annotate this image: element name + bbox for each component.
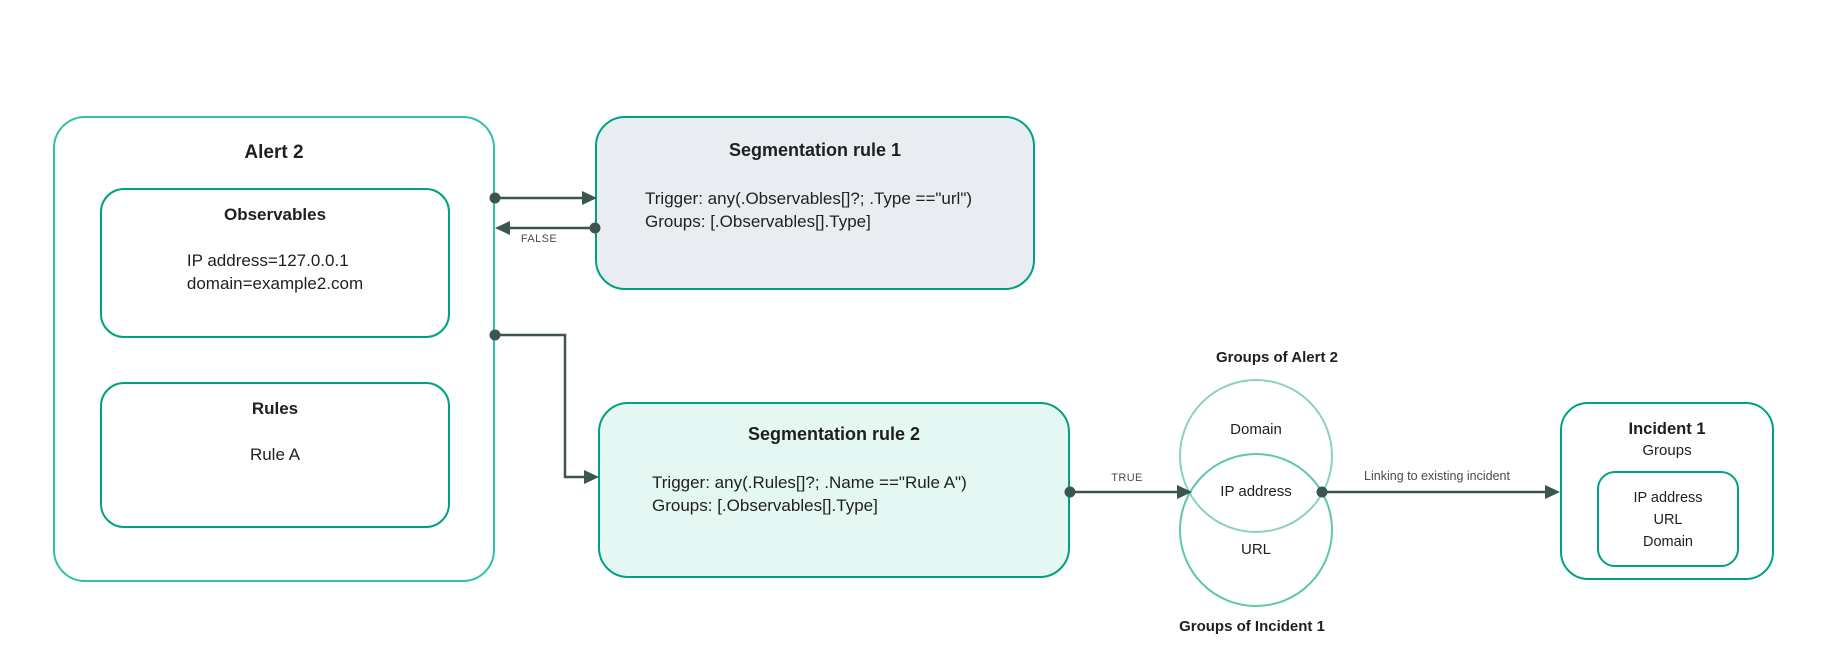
observables-box: Observables IP address=127.0.0.1 domain=… <box>100 188 450 338</box>
edge-alert2-to-rule2 <box>495 333 585 479</box>
incident1-groups-box: IP address URL Domain <box>1597 471 1739 567</box>
venn-circle-incident1-groups <box>1179 453 1333 607</box>
observables-title: Observables <box>223 205 327 224</box>
incident1-group-item: Domain <box>1643 534 1693 550</box>
segmentation-rule-2-title: Segmentation rule 2 <box>747 424 921 444</box>
segmentation-rule-2-box: Segmentation rule 2 Trigger: any(.Rules[… <box>598 402 1070 578</box>
venn-label-url: URL <box>1240 541 1272 558</box>
venn-heading-groups-of-incident1: Groups of Incident 1 <box>1179 618 1325 635</box>
junction-dot-venn-incident1 <box>1316 486 1328 498</box>
venn-label-domain: Domain <box>1230 421 1282 438</box>
alert2-box: Alert 2 Observables IP address=127.0.0.1… <box>53 116 495 582</box>
false-edge-label: FALSE <box>520 233 558 245</box>
incident1-group-item: URL <box>1653 512 1683 528</box>
rules-title: Rules <box>251 399 299 418</box>
segmentation-rule-1-body: Trigger: any(.Observables[]?; .Type =="u… <box>645 187 1033 233</box>
observable-line: IP address=127.0.0.1 <box>186 251 349 270</box>
rules-body: Rule A <box>102 443 448 466</box>
incident1-title: Incident 1 <box>1628 420 1706 438</box>
arrowhead-venn-to-incident1 <box>1545 485 1560 499</box>
segmentation-rule-1-title: Segmentation rule 1 <box>728 140 902 160</box>
venn-circle-alert2-groups <box>1179 379 1333 533</box>
rule-line: Rule A <box>249 445 301 464</box>
venn-label-ip-address: IP address <box>1220 483 1292 500</box>
arrowhead-alert2-to-rule2 <box>584 470 599 484</box>
rules-box: Rules Rule A <box>100 382 450 528</box>
segmentation-rule-1-groups: Groups: [.Observables[].Type] <box>645 212 871 231</box>
alert2-title: Alert 2 <box>244 142 304 163</box>
segmentation-rule-1-trigger: Trigger: any(.Observables[]?; .Type =="u… <box>645 189 973 208</box>
segmentation-rule-2-trigger: Trigger: any(.Rules[]?; .Name =="Rule A"… <box>652 473 967 492</box>
incident1-subtitle: Groups <box>1642 442 1692 459</box>
segmentation-rule-2-body: Trigger: any(.Rules[]?; .Name =="Rule A"… <box>652 471 1068 517</box>
true-edge-label: TRUE <box>1111 472 1143 484</box>
observables-body: IP address=127.0.0.1 domain=example2.com <box>102 249 448 295</box>
venn-heading-groups-of-alert2: Groups of Alert 2 <box>1216 349 1338 366</box>
linking-edge-label: Linking to existing incident <box>1364 469 1510 483</box>
incident1-group-item: IP address <box>1633 490 1703 506</box>
segmentation-rule-2-groups: Groups: [.Observables[].Type] <box>652 496 878 515</box>
arrowhead-rule2-true-to-venn <box>1177 485 1192 499</box>
arrowhead-rule1-false-return <box>495 221 510 235</box>
observable-line: domain=example2.com <box>186 274 364 293</box>
incident1-box: Incident 1 Groups IP address URL Domain <box>1560 402 1774 580</box>
segmentation-rule-1-box: Segmentation rule 1 Trigger: any(.Observ… <box>595 116 1035 290</box>
